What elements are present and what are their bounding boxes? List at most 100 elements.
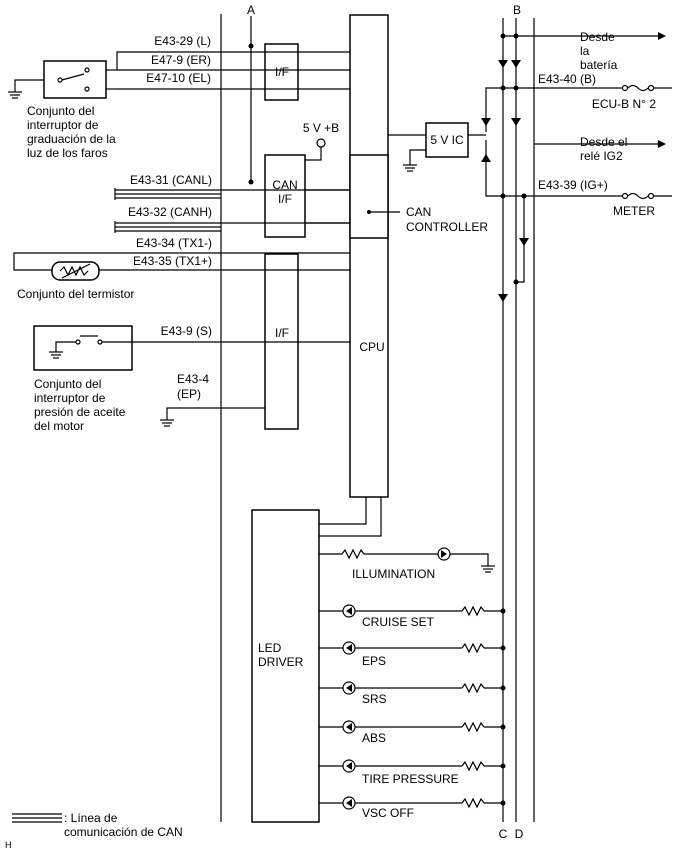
if-block-1 [264,43,299,101]
switch-contact [84,86,90,92]
junction-dot [248,43,254,49]
oil-switch-label-2: interruptor de [34,391,106,405]
abs-label: ABS [362,731,386,745]
vsc-off-label: VSC OFF [362,806,414,820]
terminal-e43-29: E43-29 (L) [154,34,211,48]
fuse-ecu-b [621,84,655,92]
eps-label: EPS [362,654,386,668]
junction-dot [248,179,254,185]
fuse-meter-label: METER [613,204,655,218]
wire-cpu-led [319,497,367,525]
indicator-row-eps [319,641,506,655]
arrow-icon [658,140,666,148]
ic-5v-label: 5 V IC [430,133,464,147]
wire-cpu-led [319,497,382,537]
cpu-label: CPU [359,340,384,354]
junction-dot [513,279,519,285]
junction-dot [500,85,506,91]
terminal-e47-9: E47-9 (ER) [151,53,211,67]
indicator-row-abs [319,720,506,734]
wire-e43-4 [166,407,265,420]
diode-icon [481,118,491,126]
tire-pressure-label: TIRE PRESSURE [362,772,459,786]
diode-icon [498,294,508,302]
illumination-label: ILLUMINATION [352,567,435,581]
thermistor-arrow [61,263,91,279]
indicator-row-cruise-set [319,604,506,618]
ground-symbol [8,91,22,99]
cpu-block [349,14,389,498]
diode-icon [511,118,521,126]
terminal-e47-10: E47-10 (EL) [146,71,211,85]
diode-icon [511,60,521,68]
terminal-e43-39: E43-39 (IG+) [538,178,608,192]
terminal-e43-4: E43-4 [177,372,209,386]
arrow-icon [658,32,666,40]
wire-e43-34 [13,252,350,271]
junction-dot [521,193,527,199]
oil-switch-label-1: Conjunto del [34,377,101,391]
terminal-e43-9: E43-9 (S) [161,324,212,338]
junction-dot [513,33,519,39]
thermistor-label: Conjunto del termistor [17,287,134,301]
srs-label: SRS [362,692,387,706]
wire-e43-40 [485,87,622,132]
can-controller-label-1: CAN [406,205,431,219]
battery-label-1: Desde [580,30,615,44]
wire [55,341,76,352]
wire-e43-29 [116,51,350,70]
terminal-5v-b: 5 V +B [303,121,339,135]
wire-ground [14,79,44,92]
switch-blade [61,73,85,81]
thermistor-resistor [59,265,89,277]
terminal-e43-35: E43-35 (TX1+) [133,254,212,268]
junction-dot [513,85,519,91]
fuse-meter [621,192,655,200]
headlight-switch-label-4: luz de los faros [27,146,108,160]
ground-symbol [160,419,174,427]
if-block-1-label: I/F [275,65,289,79]
oil-pressure-switch [33,325,133,371]
indicator-row-srs [319,681,506,695]
ground-symbol [49,351,63,359]
can-controller-block [349,154,389,239]
legend-label-2: comunicación de CAN [64,825,183,839]
wire-5v [305,147,322,161]
junction-dot [500,193,506,199]
oil-switch-label-4: del motor [34,419,84,433]
diode-icon [481,154,491,162]
indicator-row-vsc-off [319,796,506,810]
headlight-switch-label-3: graduación de la [27,132,116,146]
terminal-e43-40: E43-40 (B) [538,72,596,86]
ground-symbol [481,565,495,573]
can-if-label-1: CAN [272,178,297,192]
led-driver-block [251,509,320,823]
bus-label-d: D [515,827,524,841]
ig2-label-1: Desde el [580,135,627,149]
oil-switch-label-3: presión de aceite [34,405,126,419]
led-driver-label-2: DRIVER [258,655,304,669]
terminal-circle [316,138,326,148]
can-controller-label-2: CONTROLLER [406,220,488,234]
ic-5v-block [425,122,469,158]
headlight-leveling-switch [43,60,107,99]
headlight-switch-label-2: interruptor de [27,118,99,132]
can-if-label-2: I/F [278,192,292,206]
can-line-legend-symbol [12,813,62,823]
bus-label-a: A [247,3,255,17]
battery-label-3: batería [580,58,618,72]
headlight-switch-label-1: Conjunto del [27,104,94,118]
junction-dot [500,33,506,39]
bus-label-c: C [499,827,508,841]
fuse-ecu-b-label: ECU-B N° 2 [592,97,656,111]
terminal-e43-32: E43-32 (CANH) [128,205,212,219]
if-block-2-label: I/F [275,326,289,340]
battery-label-2: la [580,44,590,58]
terminal-e43-34: E43-34 (TX1-) [136,236,212,250]
cruise-set-label: CRUISE SET [362,615,435,629]
terminal-e43-31: E43-31 (CANL) [130,173,212,187]
terminal-ep: (EP) [177,387,201,401]
led-driver-label-1: LED [258,641,282,655]
indicator-row-tire-pressure [319,759,506,773]
switch-contact [84,67,90,73]
